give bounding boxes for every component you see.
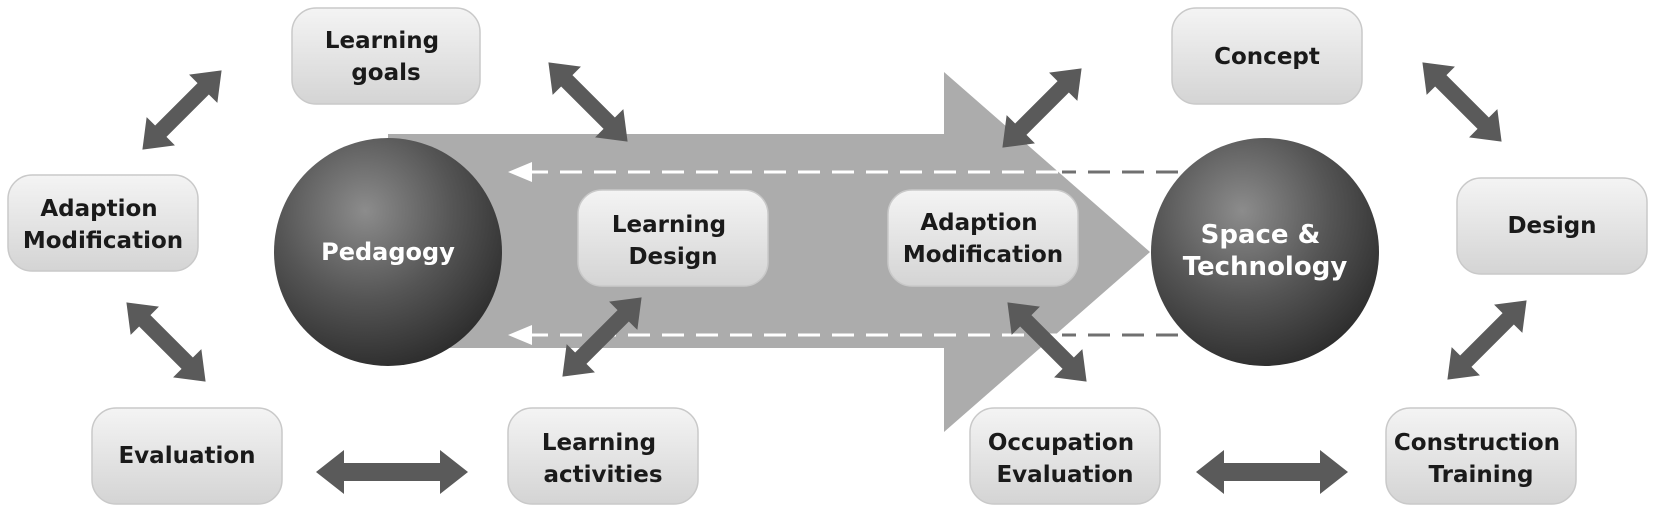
double-arrow-adaption-to-concept	[1002, 68, 1082, 148]
svg-text:Design: Design	[1507, 213, 1596, 239]
learning-goals-box: Learning goals	[291, 7, 481, 105]
double-arrow-evaluation-to-adaption	[126, 302, 206, 382]
svg-text:Learning activities: Learning activities	[542, 430, 664, 488]
svg-text:Learning goals: Learning goals	[325, 28, 447, 86]
svg-text:Adaption Modification: Adaption Modification	[903, 210, 1063, 268]
construction-training-label-line2: Training	[1428, 462, 1533, 488]
svg-text:Concept: Concept	[1214, 44, 1320, 70]
double-arrows	[126, 62, 1527, 494]
left-adaption-label-line1: Adaption	[40, 196, 157, 222]
double-arrow-construction-to-occupation	[1196, 450, 1348, 494]
space-technology-label-line2: Technology	[1183, 252, 1348, 282]
pedagogy-hub: Pedagogy	[274, 138, 502, 366]
evaluation-box: Evaluation	[91, 407, 283, 505]
svg-text:Learning Design: Learning Design	[612, 212, 734, 270]
big-connecting-arrow	[388, 72, 1150, 432]
double-arrow-goals-to-design	[548, 62, 628, 142]
learning-goals-label-line2: goals	[351, 60, 420, 86]
double-arrow-activities-to-evaluation	[316, 450, 468, 494]
double-arrow-adaption-to-goals	[142, 70, 222, 150]
occupation-evaluation-label-line1: Occupation	[988, 430, 1134, 456]
double-arrow-concept-to-design	[1422, 62, 1502, 142]
double-arrow-occupation-to-adaption	[1007, 302, 1087, 382]
learning-design-box: Learning Design	[577, 189, 769, 287]
learning-goals-label-line1: Learning	[325, 28, 439, 54]
design-box: Design	[1456, 177, 1648, 275]
double-arrow-design-to-construction	[1447, 300, 1527, 380]
concept-label: Concept	[1214, 44, 1320, 70]
svg-text:Evaluation: Evaluation	[118, 443, 255, 469]
svg-text:Occupation Evaluation: Occupation Evaluation	[988, 430, 1142, 488]
occupation-evaluation-label-line2: Evaluation	[996, 462, 1133, 488]
construction-training-label-line1: Construction	[1394, 430, 1560, 456]
double-arrow-design-to-activities	[562, 297, 642, 377]
dashed-feedback-arrow-bottom	[508, 325, 1178, 345]
concept-box: Concept	[1171, 7, 1363, 105]
learning-activities-label-line2: activities	[543, 462, 662, 488]
learning-design-label-line1: Learning	[612, 212, 726, 238]
right-adaption-label-line2: Modification	[903, 242, 1063, 268]
dashed-feedback-arrow-top	[508, 162, 1178, 182]
occupation-evaluation-box: Occupation Evaluation	[969, 407, 1161, 505]
right-adaption-modification-box: Adaption Modification	[887, 189, 1079, 287]
space-technology-label-line1: Space &	[1201, 220, 1321, 250]
svg-text:Construction Training: Construction Training	[1394, 430, 1568, 488]
svg-text:Pedagogy: Pedagogy	[321, 238, 455, 266]
left-adaption-label-line2: Modification	[23, 228, 183, 254]
design-label: Design	[1507, 213, 1596, 239]
construction-training-box: Construction Training	[1385, 407, 1577, 505]
pedagogy-label: Pedagogy	[321, 238, 455, 266]
learning-activities-label-line1: Learning	[542, 430, 656, 456]
svg-text:Space & Technology: Space & Technology	[1183, 220, 1348, 282]
left-adaption-modification-box: Adaption Modification	[7, 174, 199, 272]
evaluation-label: Evaluation	[118, 443, 255, 469]
svg-text:Adaption Modification: Adaption Modification	[23, 196, 183, 254]
space-technology-hub: Space & Technology	[1151, 138, 1379, 366]
right-adaption-label-line1: Adaption	[920, 210, 1037, 236]
learning-activities-box: Learning activities	[507, 407, 699, 505]
learning-design-label-line2: Design	[628, 244, 717, 270]
